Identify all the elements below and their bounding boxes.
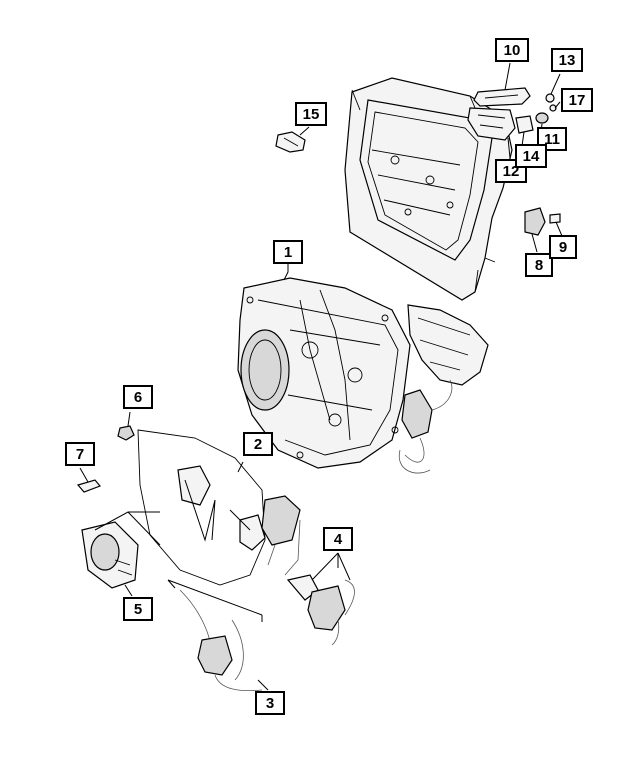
callout-10-label: 10 <box>504 42 521 59</box>
handle-cap <box>515 115 534 134</box>
wire-clip <box>76 479 102 493</box>
callout-3: 3 <box>255 691 285 715</box>
callout-15-label: 15 <box>303 106 320 123</box>
motor-guide-lines <box>94 509 251 546</box>
callout-6: 6 <box>123 385 153 409</box>
callout-1: 1 <box>273 240 303 264</box>
latch-linkage-assembly <box>398 304 489 474</box>
callout-13-label: 13 <box>559 52 576 69</box>
door-module-carrier <box>237 277 411 469</box>
door-check-striker <box>524 207 561 236</box>
callout-8: 8 <box>525 253 553 277</box>
callout-14-label: 14 <box>523 148 540 165</box>
callout-7-label: 7 <box>76 446 84 463</box>
callout-8-label: 8 <box>535 257 543 274</box>
callout-17: 17 <box>561 88 593 112</box>
callout-9-label: 9 <box>559 239 567 256</box>
callout-13: 13 <box>551 48 583 72</box>
callout-5-label: 5 <box>134 601 142 618</box>
callout-7: 7 <box>65 442 95 466</box>
callout-1-label: 1 <box>284 244 292 261</box>
callout-3-label: 3 <box>266 695 274 712</box>
callout-17-label: 17 <box>569 92 586 109</box>
window-motor <box>81 521 139 589</box>
leader-lines <box>79 62 563 691</box>
callout-2: 2 <box>243 432 273 456</box>
callout-5: 5 <box>123 597 153 621</box>
water-shield <box>137 429 301 586</box>
callout-15: 15 <box>295 102 327 126</box>
outside-handle <box>473 87 531 107</box>
handle-bracket <box>467 107 516 141</box>
callout-6-label: 6 <box>134 389 142 406</box>
lower-latch-cable <box>167 579 263 692</box>
callout-4-label: 4 <box>334 531 343 548</box>
callout-10: 10 <box>495 38 529 62</box>
door-shell <box>344 77 513 301</box>
lock-cylinder <box>535 93 557 124</box>
mounting-bracket <box>275 131 306 153</box>
retaining-clip <box>117 425 135 441</box>
latch-actuator <box>286 574 355 646</box>
callout-4: 4 <box>323 527 353 551</box>
callout-2-label: 2 <box>254 436 262 453</box>
callout-11-label: 11 <box>544 131 560 148</box>
callout-9: 9 <box>549 235 577 259</box>
callout-14: 14 <box>515 144 547 168</box>
